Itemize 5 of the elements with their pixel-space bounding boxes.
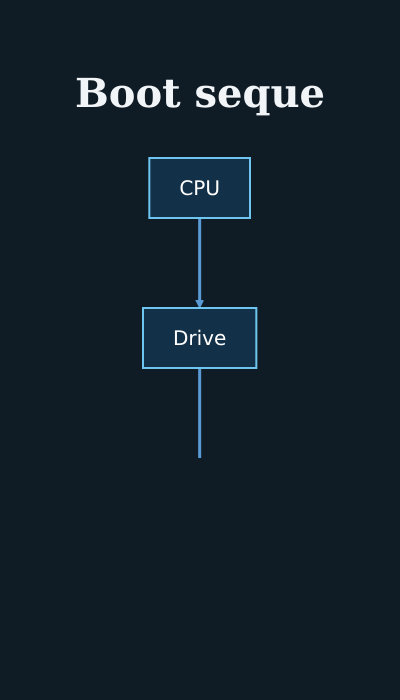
node-box: CPU: [148, 157, 252, 219]
arrow: [196, 218, 204, 308]
diagram-title: Boot seque: [74, 70, 326, 117]
node-box: Drive: [142, 307, 258, 369]
connector: [198, 368, 202, 458]
